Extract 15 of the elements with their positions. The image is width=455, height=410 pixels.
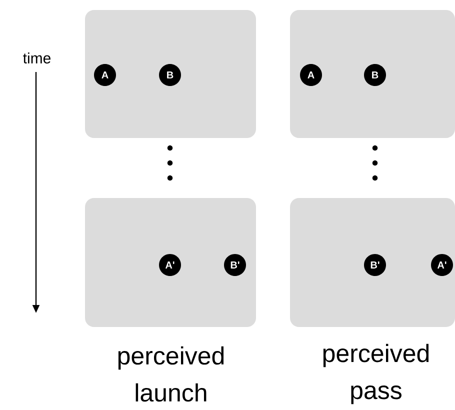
ball: A — [94, 64, 116, 86]
panel — [290, 10, 455, 138]
panel — [85, 10, 256, 138]
caption: perceived pass — [323, 344, 429, 404]
panel — [290, 198, 455, 327]
panel — [85, 198, 256, 327]
axis-label: time — [23, 52, 50, 64]
ball: B — [364, 64, 386, 86]
ball: A' — [159, 254, 181, 276]
caption: perceived launch — [118, 346, 224, 402]
ball: A' — [431, 254, 453, 276]
ball: B — [159, 64, 181, 86]
ball: A — [300, 64, 322, 86]
ball: B' — [224, 254, 246, 276]
ball: B' — [364, 254, 386, 276]
